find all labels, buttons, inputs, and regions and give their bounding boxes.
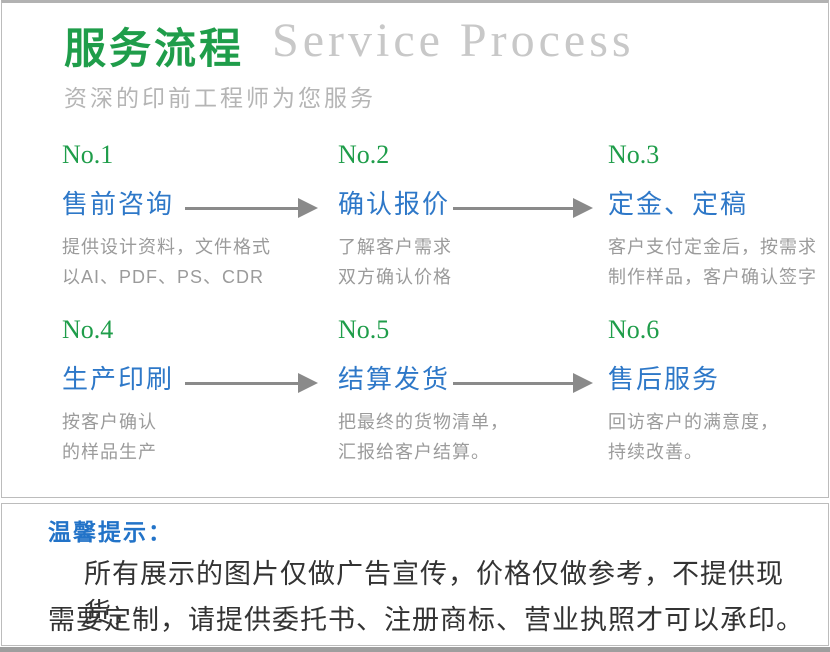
step-desc-line: 的样品生产 bbox=[62, 442, 157, 462]
arrow-head bbox=[573, 198, 593, 218]
notice-panel: 温馨提示： 所有展示的图片仅做广告宣传，价格仅做参考，不提供现货， 需要定制，请… bbox=[1, 503, 829, 646]
step-description: 回访客户的满意度， 持续改善。 bbox=[608, 407, 830, 467]
step-number: No.3 bbox=[608, 140, 660, 169]
step-3: No.3 定金、定稿 客户支付定金后，按需求 制作样品，客户确认签字 bbox=[608, 141, 830, 292]
step-title: 生产印刷 bbox=[62, 364, 175, 394]
arrow-right-icon bbox=[453, 373, 593, 393]
step-desc-line: 双方确认价格 bbox=[338, 267, 452, 287]
step-4: No.4 生产印刷 按客户确认 的样品生产 bbox=[62, 316, 292, 467]
arrow-head bbox=[298, 373, 318, 393]
arrow-shaft bbox=[185, 381, 298, 385]
step-title: 售后服务 bbox=[608, 364, 721, 394]
step-desc-line: 回访客户的满意度， bbox=[608, 412, 779, 432]
step-desc-line: 汇报给客户结算。 bbox=[338, 442, 490, 462]
step-number: No.2 bbox=[338, 140, 390, 169]
arrow-right-icon bbox=[185, 198, 318, 218]
step-desc-line: 按客户确认 bbox=[62, 412, 157, 432]
arrow-head bbox=[573, 373, 593, 393]
step-number: No.4 bbox=[62, 315, 114, 344]
step-desc-line: 以AI、PDF、PS、CDR bbox=[62, 267, 265, 287]
step-2: No.2 确认报价 了解客户需求 双方确认价格 bbox=[338, 141, 568, 292]
page-title: 服务流程 bbox=[64, 25, 245, 72]
notice-label: 温馨提示： bbox=[48, 519, 173, 545]
step-desc-line: 持续改善。 bbox=[608, 442, 703, 462]
arrow-right-icon bbox=[453, 198, 593, 218]
arrow-shaft bbox=[453, 381, 573, 385]
step-description: 按客户确认 的样品生产 bbox=[62, 407, 292, 467]
step-title: 确认报价 bbox=[338, 189, 451, 219]
step-6: No.6 售后服务 回访客户的满意度， 持续改善。 bbox=[608, 316, 830, 467]
step-description: 客户支付定金后，按需求 制作样品，客户确认签字 bbox=[608, 232, 830, 292]
step-description: 把最终的货物清单， 汇报给客户结算。 bbox=[338, 407, 568, 467]
arrow-shaft bbox=[453, 206, 573, 210]
arrow-right-icon bbox=[185, 373, 318, 393]
step-number: No.5 bbox=[338, 315, 390, 344]
process-panel: 服务流程 Service Process 资深的印前工程师为您服务 bbox=[1, 0, 829, 498]
step-5: No.5 结算发货 把最终的货物清单， 汇报给客户结算。 bbox=[338, 316, 568, 467]
step-desc-line: 客户支付定金后，按需求 bbox=[608, 237, 817, 257]
page-subtitle: 资深的印前工程师为您服务 bbox=[64, 85, 376, 111]
step-description: 提供设计资料，文件格式 以AI、PDF、PS、CDR bbox=[62, 232, 292, 292]
notice-text-line: 所有展示的图片仅做广告宣传，价格仅做参考，不提供现货， bbox=[84, 559, 784, 628]
step-desc-line: 了解客户需求 bbox=[338, 237, 452, 257]
arrow-head bbox=[298, 198, 318, 218]
step-number: No.1 bbox=[62, 140, 114, 169]
step-title: 售前咨询 bbox=[62, 189, 175, 219]
step-desc-line: 提供设计资料，文件格式 bbox=[62, 237, 271, 257]
step-title: 定金、定稿 bbox=[608, 189, 749, 219]
step-desc-line: 制作样品，客户确认签字 bbox=[608, 267, 817, 287]
bottom-edge-strip bbox=[0, 647, 830, 652]
arrow-shaft bbox=[185, 206, 298, 210]
step-description: 了解客户需求 双方确认价格 bbox=[338, 232, 568, 292]
step-number: No.6 bbox=[608, 315, 660, 344]
notice-text-line: 需要定制，请提供委托书、注册商标、营业执照才可以承印。 bbox=[48, 605, 804, 635]
step-1: No.1 售前咨询 提供设计资料，文件格式 以AI、PDF、PS、CDR bbox=[62, 141, 292, 292]
step-desc-line: 把最终的货物清单， bbox=[338, 412, 509, 432]
step-title: 结算发货 bbox=[338, 364, 451, 394]
page-title-english: Service Process bbox=[272, 14, 635, 67]
